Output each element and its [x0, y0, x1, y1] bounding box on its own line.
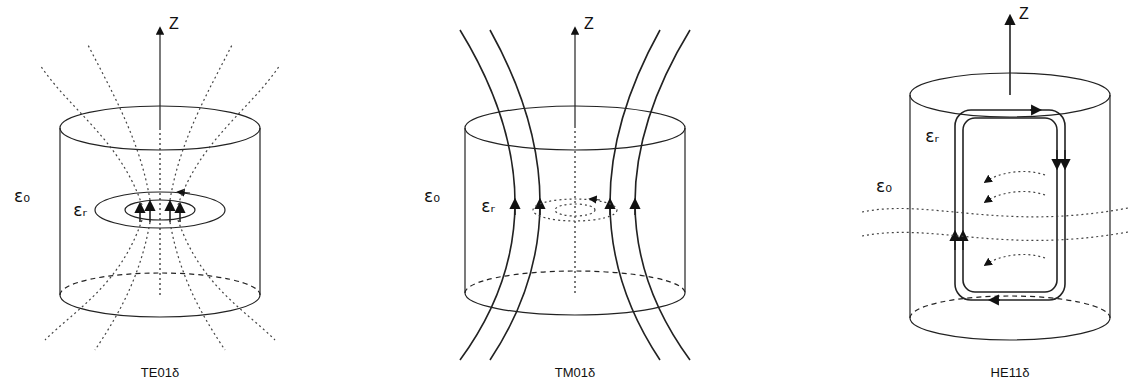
h-field-line	[88, 45, 150, 200]
e-field-arrow	[954, 232, 956, 250]
cylinder-side	[59, 128, 60, 295]
e-field-arrow	[1056, 150, 1058, 168]
h-field-ring	[555, 204, 595, 216]
permittivity-label: ε₀	[14, 187, 30, 206]
h-field-line	[862, 208, 1128, 217]
e-field-ring	[125, 200, 195, 220]
z-axis-hidden	[574, 128, 575, 293]
h-field-arrow	[139, 204, 141, 222]
e-field-arrow	[990, 299, 1000, 301]
z-axis	[159, 28, 160, 128]
h-field-arrow	[179, 204, 181, 222]
e-field-line	[460, 30, 515, 360]
permittivity-label: ε₀	[424, 187, 440, 206]
mode-caption: TM01δ	[555, 366, 595, 380]
cylinder-bottom	[465, 293, 685, 315]
h-field-line	[985, 171, 1045, 182]
h-field-line	[862, 232, 1128, 240]
e-field-arrow	[609, 200, 611, 215]
e-field-arrow	[634, 200, 636, 215]
cylinder-side	[259, 128, 260, 295]
h-field-line	[170, 45, 232, 200]
axis-label: Z	[169, 15, 179, 33]
e-field-ring	[95, 192, 225, 228]
axis-label: Z	[584, 15, 594, 33]
e-field-line	[610, 30, 660, 360]
e-field-loop	[955, 110, 1065, 300]
h-field-line	[178, 65, 280, 205]
e-field-line	[635, 30, 690, 360]
e-field-line	[490, 30, 540, 360]
e-field-loop	[963, 118, 1057, 292]
permittivity-label: εᵣ	[925, 127, 939, 146]
z-axis	[574, 28, 575, 128]
h-field-line	[45, 220, 142, 340]
e-field-arrow	[514, 200, 516, 215]
h-field-ring	[533, 199, 617, 221]
mode-caption: TE01δ	[141, 366, 179, 380]
z-axis	[1009, 16, 1011, 95]
h-field-line	[985, 191, 1045, 202]
cylinder-side	[684, 128, 685, 293]
h-field-line	[40, 65, 142, 205]
e-field-arrow	[1030, 109, 1040, 111]
e-field-arrow	[1064, 150, 1066, 168]
e-field-arrow	[539, 200, 541, 215]
h-field-arrow	[169, 202, 171, 222]
mode-caption: HE11δ	[991, 366, 1030, 380]
e-field-arrow	[962, 232, 964, 250]
axis-label: Z	[1019, 5, 1029, 23]
cylinder-side	[464, 128, 465, 293]
cylinder-side	[1109, 95, 1110, 318]
h-field-arrow	[590, 199, 600, 200]
h-field-line	[985, 254, 1045, 265]
h-field-line	[178, 220, 275, 340]
z-axis-hidden	[159, 128, 160, 295]
permittivity-label: ε₀	[876, 177, 892, 196]
permittivity-label: εᵣ	[73, 201, 87, 220]
cylinder-side	[909, 95, 910, 318]
cylinder-bottom	[910, 318, 1110, 340]
cylinder-bottom	[60, 295, 260, 317]
e-field-arrow	[178, 192, 190, 193]
permittivity-label: εᵣ	[481, 197, 495, 216]
h-field-arrow	[149, 202, 151, 222]
